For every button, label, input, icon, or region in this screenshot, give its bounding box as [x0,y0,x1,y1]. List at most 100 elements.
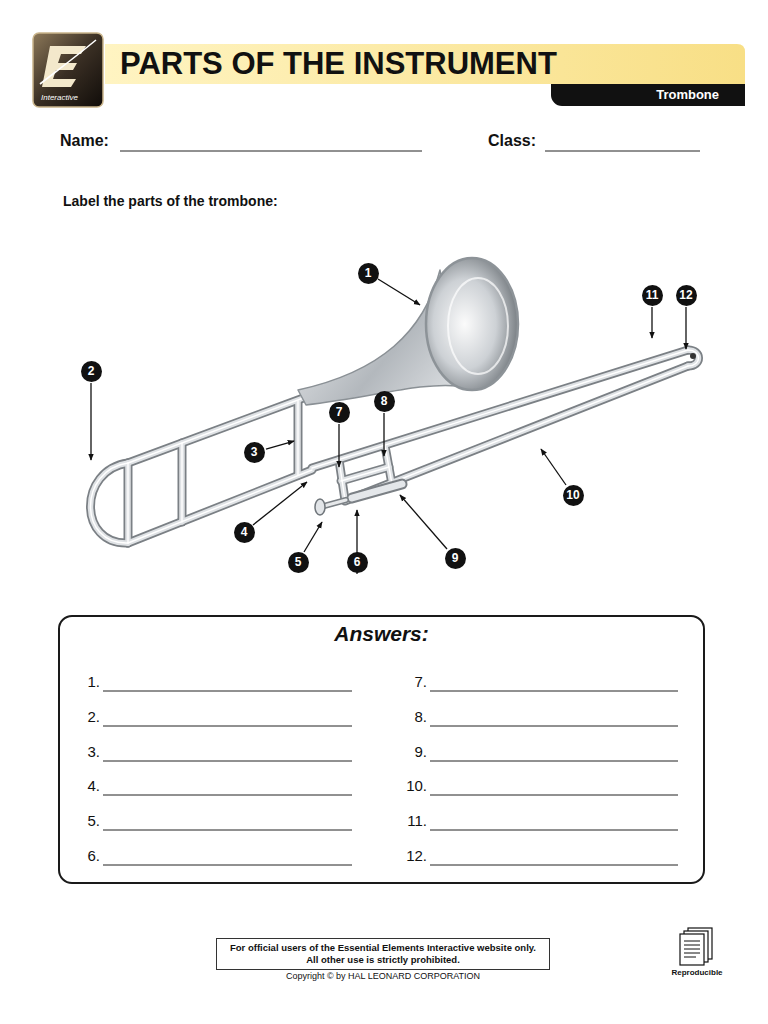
trombone-illustration [352,484,402,498]
logo-graphic [33,33,103,107]
leader-arrow [400,495,447,549]
answer-number: 8. [387,708,427,726]
callout-number: 1 [358,263,379,284]
leader-arrow [378,279,420,305]
callout-number: 11 [642,285,663,306]
callout-circle: 2 [81,361,102,382]
callout-number: 8 [374,391,395,412]
reproducible-icon [684,941,700,957]
reproducible-icon [684,953,700,954]
answer-line [103,691,678,865]
trombone-illustration [426,258,518,390]
answer-number: 2. [60,708,100,726]
leader-arrow [383,413,384,456]
form-field-label: Name: [60,132,109,150]
logo-badge: Interactive [33,33,103,107]
answer-line [103,865,352,866]
answer-number: 10. [387,777,427,795]
callout-number: 9 [445,548,466,569]
callout-circle: 7 [329,402,350,423]
trombone-illustration [91,258,699,543]
answer-number: 7. [387,673,427,691]
reproducible-icon [684,945,700,946]
reproducible-icon [680,928,712,965]
callout-circle: 1 [358,263,379,284]
callout-number: 10 [563,485,584,506]
write-line [545,151,700,152]
answer-number: 12. [387,847,427,865]
answer-line [103,830,352,831]
leader-arrow [685,307,686,349]
reproducible-icon [680,934,704,965]
reproducible-icon [684,957,696,958]
trombone-illustration [324,500,346,506]
answer-heading: Answers: [60,621,703,647]
callout-circle: 10 [563,485,584,506]
form-field-label: Class: [488,132,536,150]
answer-number: 5. [60,812,100,830]
callout-number: 7 [329,402,350,423]
leader-arrow [253,482,307,525]
answer-line [103,726,352,727]
instrument-tab: Trombone [551,84,745,106]
callout-number: 6 [347,552,368,573]
callout-circle: 6 [347,552,368,573]
callout-circle: 8 [374,391,395,412]
trombone-illustration [352,484,402,498]
leader-arrow [651,307,652,338]
write-line [120,151,422,152]
trombone-illustration [315,499,325,515]
title-banner [105,44,745,84]
leader-arrow [541,449,566,485]
leader-arrow [304,522,322,552]
callout-number: 4 [234,522,255,543]
answer-number: 4. [60,777,100,795]
answer-number: 6. [60,847,100,865]
callout-number: 5 [288,552,309,573]
write-line [120,151,700,152]
callout-number: 2 [81,361,102,382]
callout-circle: 12 [676,285,697,306]
usage-notice: For official users of the Essential Elem… [227,942,539,966]
worksheet-title: PARTS OF THE INSTRUMENT [120,46,557,82]
leader-arrow [91,279,686,574]
callout-circle: 3 [244,442,265,463]
answer-line [103,761,352,762]
trombone-illustration [324,500,346,506]
logo-graphic [33,33,103,107]
answer-box: Answers: 1. 2. 3. 4. 5. 6. 7. 8. 9. 10. 11. 12. [58,615,705,884]
answer-line [103,795,352,796]
callout-circle: 9 [445,548,466,569]
leader-arrow [90,383,91,460]
answer-number: 11. [387,812,427,830]
reproducible-icon [684,941,700,942]
callout-circle: 11 [642,285,663,306]
leader-arrow [266,441,294,449]
callout-circle: 4 [234,522,255,543]
copyright-note: Copyright © by HAL LEONARD CORPORATION [286,971,480,981]
answer-number: 1. [60,673,100,691]
leader-arrow [338,424,339,467]
trombone-illustration [690,353,696,359]
usage-notice-box: For official users of the Essential Elem… [216,938,550,970]
callout-number: 3 [244,442,265,463]
answer-line [430,865,678,866]
callout-number: 12 [676,285,697,306]
answer-line [103,691,352,692]
answer-line [430,830,678,831]
instrument-name: Trombone [551,84,719,106]
logo-text: Interactive [41,93,103,103]
answer-line [430,726,678,727]
reproducible-label: Reproducible [671,968,722,977]
instruction-text: Label the parts of the trombone: [63,193,278,209]
answer-number: 9. [387,743,427,761]
logo-graphic [40,40,96,84]
logo-graphic [42,46,86,87]
answer-number: 3. [60,743,100,761]
answer-line [430,795,678,796]
answer-line [430,761,678,762]
trombone-illustration [448,278,508,374]
answer-line [430,691,678,692]
